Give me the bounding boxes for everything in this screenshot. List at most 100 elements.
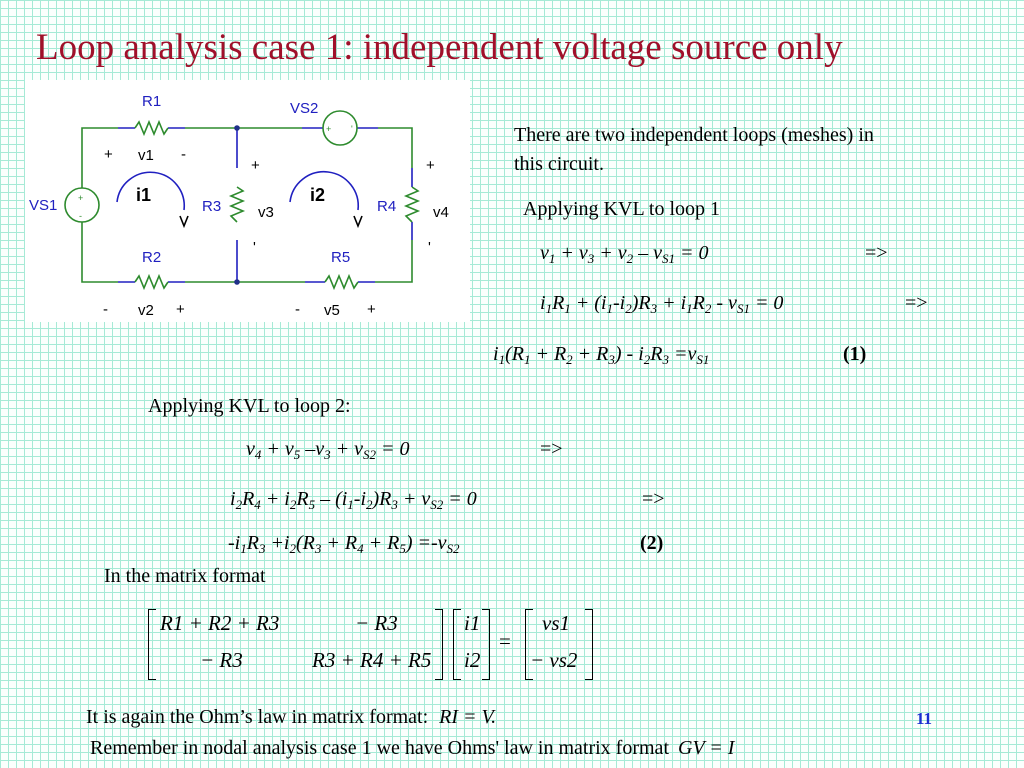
label-i2: i2	[310, 185, 325, 205]
footer-line-1: It is again the Ohm’s law in matrix form…	[86, 706, 496, 729]
intro-text: There are two independent loops (meshes)…	[514, 121, 874, 179]
loop1-equation-3: i1(R1 + R2 + R3) - i2R3 =vS1	[493, 343, 710, 367]
label-r4: R4	[377, 198, 396, 215]
equation-number-2: (2)	[640, 532, 664, 554]
polarity-minus: -	[295, 301, 300, 318]
subscript: 4	[254, 497, 261, 512]
voltage-source-vs2	[322, 110, 358, 146]
loop1-equation-2: i1R1 + (i1-i2)R3 + i1R2 - vS1 = 0	[540, 292, 784, 316]
subscript: 5	[308, 497, 316, 512]
subscript: 2	[566, 352, 573, 367]
footer-line-2: Remember in nodal analysis case 1 we hav…	[90, 737, 734, 760]
subscript: 1	[686, 301, 693, 316]
vector-vs2: − vs2	[530, 648, 578, 672]
subscript: 4	[357, 541, 364, 556]
subscript: 1	[545, 301, 553, 316]
subscript: 3	[662, 352, 670, 367]
right-bracket	[482, 609, 490, 680]
label-v1: v1	[138, 147, 154, 164]
equals-sign: =	[499, 629, 511, 653]
arrowhead-icon	[179, 215, 363, 229]
resistor-r3	[228, 186, 246, 223]
polarity-minus: '	[253, 239, 256, 256]
page-number: 11	[916, 709, 933, 728]
subscript: 2	[235, 497, 243, 512]
resistor-r4	[403, 186, 421, 223]
matrix-a11: R1 + R2 + R3	[160, 611, 280, 635]
subscript: S1	[662, 251, 676, 266]
label-i1: i1	[136, 185, 151, 205]
subscript: 5	[293, 447, 301, 462]
node-dot	[234, 125, 240, 131]
subscript: 2	[626, 251, 634, 266]
subscript: 2	[289, 541, 297, 556]
polarity-plus: +	[251, 157, 260, 174]
subscript: 3	[650, 301, 658, 316]
loop1-heading: Applying KVL to loop 1	[523, 198, 721, 220]
subscript: 3	[608, 352, 615, 367]
intro-line: this circuit.	[514, 153, 604, 175]
voltage-source-vs1	[64, 187, 100, 223]
subscript: 1	[240, 541, 247, 556]
subscript: 2	[704, 301, 712, 316]
intro-line: There are two independent loops (meshes)…	[514, 124, 874, 146]
footer-text: Remember in nodal analysis case 1 we hav…	[90, 737, 669, 759]
subscript: S1	[736, 301, 750, 316]
label-vs1: VS1	[29, 197, 57, 214]
subscript: S2	[446, 541, 460, 556]
label-r2: R2	[142, 249, 161, 266]
subscript: 2	[289, 497, 297, 512]
implies-arrow: =>	[905, 292, 928, 314]
label-r3: R3	[202, 198, 221, 215]
subscript: 2	[366, 497, 373, 512]
subscript: 3	[391, 497, 398, 512]
loop2-heading: Applying KVL to loop 2:	[148, 395, 351, 417]
subscript: 1	[606, 301, 614, 316]
implies-arrow: =>	[865, 242, 888, 264]
left-bracket	[525, 609, 533, 680]
polarity-minus: -	[103, 301, 108, 318]
loop2-equation-1: v4 + v5 –v3 + vS2 = 0	[246, 438, 410, 462]
subscript: 2	[643, 352, 651, 367]
implies-arrow: =>	[642, 488, 665, 510]
source-minus: -	[79, 211, 82, 221]
label-v5: v5	[324, 302, 340, 319]
source-minus: '	[351, 124, 353, 134]
vector-i1: i1	[464, 611, 481, 635]
polarity-plus: +	[104, 146, 113, 163]
source-plus: +	[326, 124, 331, 134]
footer-formula: GV = I	[678, 737, 735, 759]
matrix-a22: R3 + R4 + R5	[312, 648, 432, 672]
loop1-equation-1: v1 + v3 + v2 – vS1 = 0	[540, 242, 709, 266]
subscript: S2	[363, 447, 377, 462]
polarity-plus: +	[176, 301, 185, 318]
subscript: 1	[564, 301, 571, 316]
subscript: 3	[324, 447, 331, 462]
subscript: 2	[625, 301, 632, 316]
loop-arrow-i2	[289, 171, 360, 211]
label-vs2: VS2	[290, 100, 318, 117]
resistor-r2	[134, 273, 169, 291]
matrix-heading: In the matrix format	[104, 565, 266, 587]
label-v4: v4	[433, 204, 449, 221]
subscript: 1	[548, 251, 556, 266]
label-r1: R1	[142, 93, 161, 110]
resistor-r1	[134, 119, 169, 137]
loop2-equation-3: -i1R3 +i2(R3 + R4 + R5) =-vS2	[228, 532, 460, 556]
resistor-r5	[324, 273, 359, 291]
polarity-minus: '	[428, 239, 431, 256]
subscript: 5	[399, 541, 406, 556]
matrix-a21: − R3	[200, 648, 243, 672]
subscript: 3	[314, 541, 322, 556]
circuit-leads	[118, 127, 413, 283]
subscript: 1	[498, 352, 506, 367]
circuit-wires	[81, 127, 413, 283]
node-dot	[234, 279, 240, 285]
slide-title: Loop analysis case 1: independent voltag…	[36, 27, 843, 68]
subscript: 1	[347, 497, 354, 512]
left-bracket	[148, 609, 156, 680]
label-v2: v2	[138, 302, 154, 319]
polarity-minus: -	[181, 146, 186, 163]
subscript: 3	[587, 251, 595, 266]
